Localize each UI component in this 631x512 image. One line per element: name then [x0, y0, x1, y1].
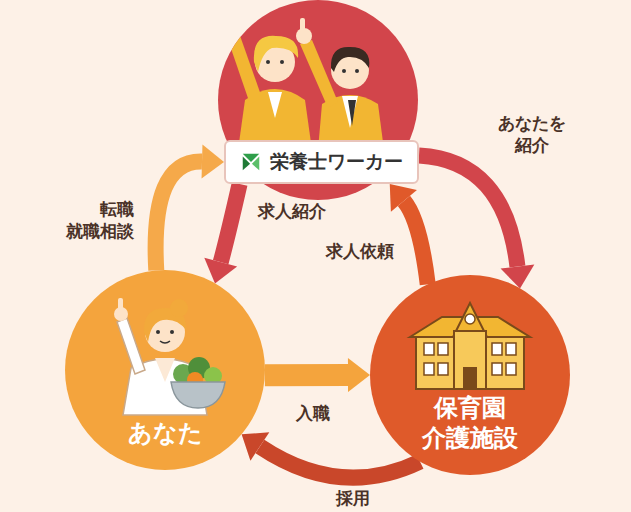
arrow-head: [204, 258, 237, 284]
figure-part: [266, 60, 270, 64]
figure-part: [355, 69, 359, 73]
figure-part: [171, 382, 225, 408]
figure-part: [268, 92, 282, 118]
edge-label: 入職: [296, 402, 330, 424]
flow-arrow: [419, 155, 534, 288]
edge-label: 求人依頼: [326, 240, 394, 262]
figure-part: [506, 363, 516, 375]
figure-part: [348, 100, 356, 126]
figure-part: [228, 8, 233, 22]
figure-part: [463, 367, 477, 389]
flow-arrow: [242, 432, 420, 477]
figure-part: [118, 298, 123, 311]
edge-label: 求人紹介: [258, 200, 326, 222]
brand-name: 栄養士ワーカー: [270, 149, 403, 175]
node-label: あなた: [128, 418, 203, 448]
figure-part: [438, 363, 448, 375]
arrow-head: [202, 144, 224, 178]
circle-fill: [370, 275, 570, 475]
brand-box: 栄養士ワーカー: [224, 140, 419, 184]
flow-arrow: [204, 184, 239, 283]
figure-part: [155, 358, 175, 382]
figure-part: [170, 330, 174, 334]
edge-label: 転職 就職相談: [66, 198, 134, 242]
node-label: 保育園 介護施設: [422, 393, 518, 453]
circle-fill: [65, 270, 265, 470]
figure-part: [438, 343, 448, 355]
flow-arrow: [390, 184, 428, 284]
figure-part: [300, 18, 305, 32]
arrow-head: [348, 358, 370, 392]
figure-part: [492, 343, 502, 355]
figure-part: [424, 363, 434, 375]
arrow-shaft: [221, 184, 240, 262]
figure-part: [424, 343, 434, 355]
arrow-head: [390, 184, 417, 212]
figure-part: [492, 363, 502, 375]
edge-label: あなたを 紹介: [498, 112, 566, 156]
figure-part: [223, 18, 239, 34]
flow-arrow: [265, 358, 370, 392]
staff-figures: [223, 8, 384, 150]
arrow-shaft: [260, 446, 420, 477]
figure-part: [170, 299, 188, 317]
figure-part: [156, 330, 160, 334]
edge-label: 採用: [336, 487, 370, 509]
arrow-shaft: [265, 364, 348, 386]
figure-part: [243, 157, 250, 171]
figure-part: [331, 47, 369, 72]
agency-circle: [218, 0, 418, 200]
flow-arrow: [156, 144, 224, 270]
arrow-shaft: [419, 155, 517, 266]
arrow-shaft: [156, 161, 202, 270]
facility-circle: 保育園 介護施設: [370, 275, 570, 475]
figure-part: [465, 314, 475, 324]
figure-part: [342, 69, 346, 73]
brand-logo: [240, 151, 262, 173]
figure-part: [254, 36, 298, 72]
figure-part: [160, 341, 170, 343]
arrow-shaft: [404, 201, 428, 285]
figure-part: [252, 157, 259, 171]
figure-part: [280, 60, 284, 64]
figure-part: [342, 96, 358, 128]
you-circle: あなた: [65, 270, 265, 470]
arrow-head: [242, 432, 270, 460]
figure-part: [506, 343, 516, 355]
figure-part: [117, 318, 145, 374]
figure-part: [454, 331, 486, 389]
